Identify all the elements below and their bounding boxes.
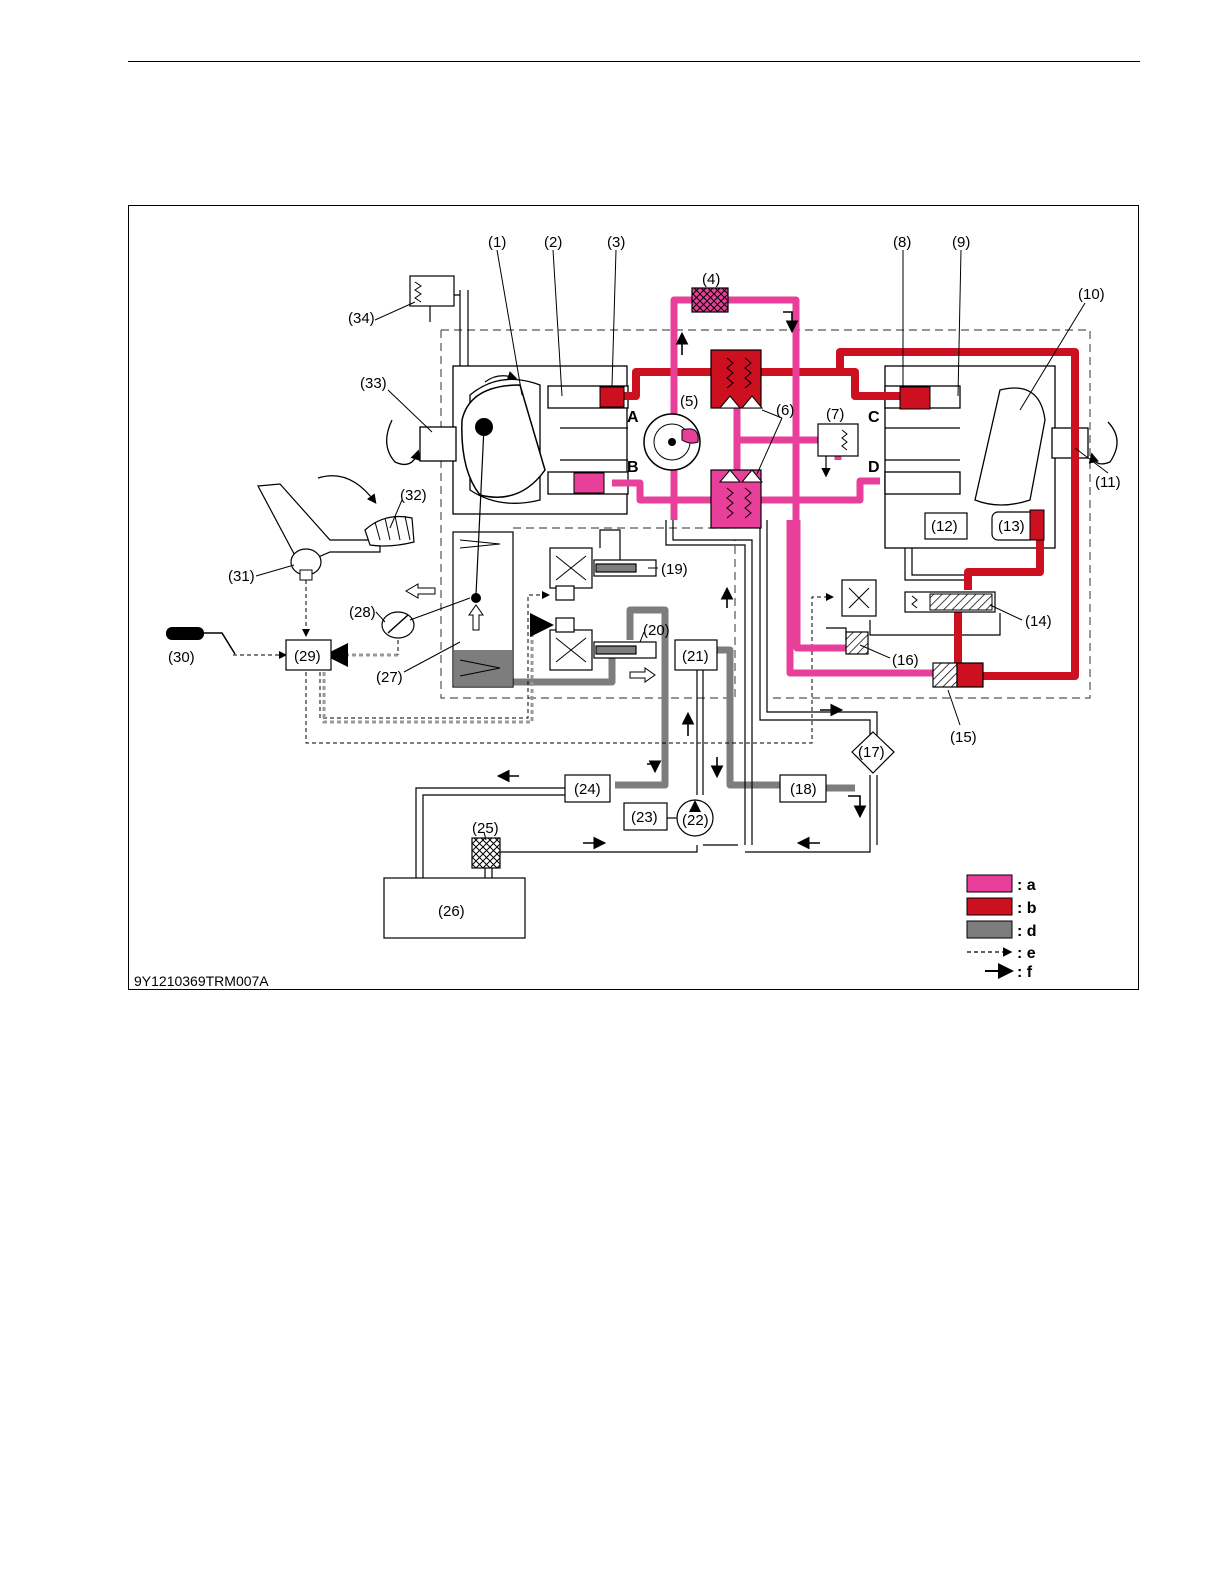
red-piston-right bbox=[900, 387, 930, 409]
check-relief-valve-upper bbox=[711, 350, 762, 408]
charge-pump-gear bbox=[644, 414, 700, 470]
label-15: (15) bbox=[950, 729, 977, 746]
legend-swatch-b bbox=[967, 898, 1012, 915]
label-22: (22) bbox=[682, 812, 709, 829]
label-5: (5) bbox=[680, 393, 698, 410]
legend-swatch-d bbox=[967, 921, 1012, 938]
valve-15-red bbox=[957, 663, 983, 687]
label-27: (27) bbox=[376, 669, 403, 686]
label-23: (23) bbox=[631, 809, 658, 826]
label-16: (16) bbox=[892, 652, 919, 669]
label-13: (13) bbox=[998, 518, 1025, 535]
legend-swatch-a bbox=[967, 875, 1012, 892]
figure-code: 9Y1210369TRM007A bbox=[134, 973, 269, 989]
valve-34 bbox=[410, 276, 454, 322]
check-relief-valve-lower bbox=[711, 470, 762, 528]
label-12: (12) bbox=[931, 518, 958, 535]
label-28: (28) bbox=[349, 604, 376, 621]
label-10: (10) bbox=[1078, 286, 1105, 303]
label-3: (3) bbox=[607, 234, 625, 251]
label-9: (9) bbox=[952, 234, 970, 251]
legend-label-d: : d bbox=[1017, 923, 1037, 940]
label-11: (11) bbox=[1095, 474, 1121, 491]
spool-valve-14 bbox=[905, 592, 995, 612]
charge-relief-valve bbox=[818, 424, 858, 475]
pink-filter bbox=[692, 288, 728, 312]
solenoid-valve-16 bbox=[826, 580, 876, 654]
label-32: (32) bbox=[400, 487, 427, 504]
label-2: (2) bbox=[544, 234, 562, 251]
label-29: (29) bbox=[294, 648, 321, 665]
label-33: (33) bbox=[360, 375, 387, 392]
rotation-arrow-left bbox=[387, 420, 418, 464]
component-13-red bbox=[1030, 510, 1044, 540]
red-piston-left bbox=[600, 387, 624, 407]
pink-piston-left bbox=[574, 473, 604, 493]
label-24: (24) bbox=[574, 781, 601, 798]
label-20: (20) bbox=[643, 622, 670, 639]
rotation-arrow-right bbox=[1092, 422, 1117, 464]
legend-label-e: : e bbox=[1017, 945, 1036, 962]
port-a: A bbox=[627, 409, 639, 426]
legend-label-b: : b bbox=[1017, 900, 1037, 917]
label-18: (18) bbox=[790, 781, 817, 798]
legend-label-a: : a bbox=[1017, 877, 1036, 894]
label-25: (25) bbox=[472, 820, 499, 837]
valve-15-hatch bbox=[933, 663, 957, 687]
port-b: B bbox=[627, 459, 639, 476]
solenoid-valves-19-20 bbox=[550, 530, 656, 670]
label-21: (21) bbox=[682, 648, 709, 665]
port-d: D bbox=[868, 459, 880, 476]
label-31: (31) bbox=[228, 568, 255, 585]
label-7: (7) bbox=[826, 406, 844, 423]
label-8: (8) bbox=[893, 234, 911, 251]
label-1: (1) bbox=[488, 234, 506, 251]
label-6: (6) bbox=[776, 402, 794, 419]
label-4: (4) bbox=[702, 271, 720, 288]
label-26: (26) bbox=[438, 903, 465, 920]
port-c: C bbox=[868, 409, 880, 426]
legend-label-f: : f bbox=[1017, 964, 1033, 981]
label-30: (30) bbox=[168, 649, 195, 666]
label-34: (34) bbox=[348, 310, 375, 327]
label-17: (17) bbox=[858, 744, 885, 761]
label-14: (14) bbox=[1025, 613, 1052, 630]
strainer-25-box bbox=[472, 838, 500, 868]
label-19: (19) bbox=[661, 561, 688, 578]
legend: : a : b : d : e : f bbox=[967, 875, 1037, 981]
